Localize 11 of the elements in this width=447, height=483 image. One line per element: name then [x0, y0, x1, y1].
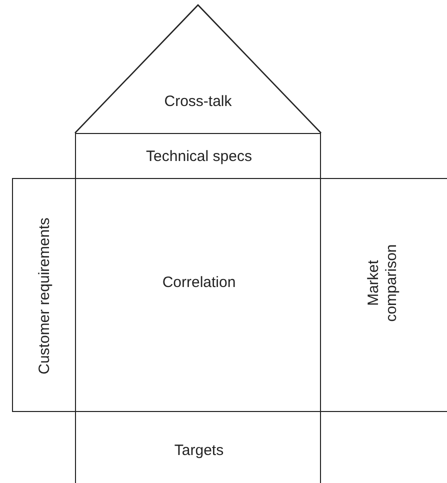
main-matrix-section [75, 178, 321, 412]
header-section [75, 133, 321, 178]
side-section [12, 178, 75, 412]
side-section [321, 178, 447, 412]
section-label: Cross-talk [164, 93, 232, 111]
section-label: Customer requirements [36, 218, 54, 374]
section-label: Technical specs [146, 148, 252, 166]
section-label: Correlation [162, 274, 236, 292]
section-label: Market comparison [365, 243, 401, 324]
footer-section [75, 412, 321, 483]
section-label: Targets [174, 442, 224, 460]
